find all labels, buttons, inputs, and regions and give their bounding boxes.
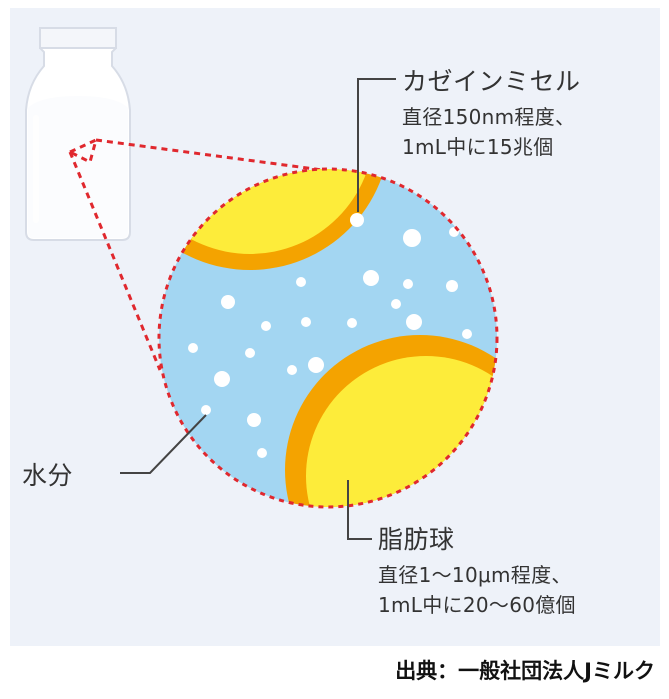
casein-micelle-dots <box>188 213 472 458</box>
milk-bottle-icon <box>25 27 131 241</box>
casein-count-text: 1mL中に15兆個 <box>402 135 554 159</box>
fat-count-text: 1mL中に20〜60億個 <box>378 593 576 617</box>
source-credit: 出典：一般社団法人Jミルク <box>395 659 655 683</box>
fat-globule-label: 脂肪球 <box>378 525 455 554</box>
water-label: 水分 <box>22 461 74 490</box>
fat-size-text: 直径1〜10μm程度、 <box>378 563 572 587</box>
casein-micelle-label: カゼインミセル <box>402 67 581 96</box>
leader-lines <box>120 78 396 540</box>
casein-size-text: 直径150nm程度、 <box>402 105 576 129</box>
